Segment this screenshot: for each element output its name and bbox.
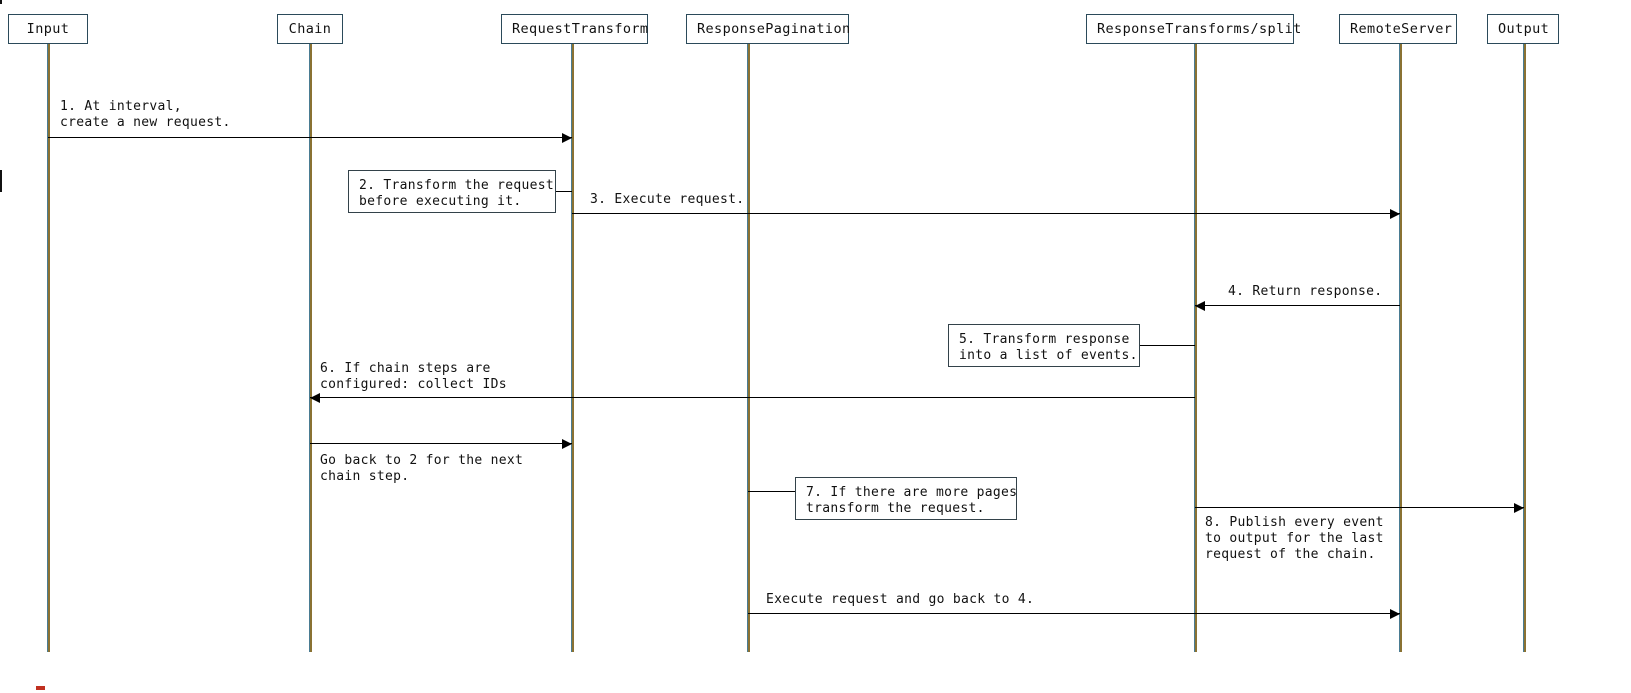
arrowhead-right-m1	[562, 133, 572, 143]
message-line-m3	[572, 213, 1400, 214]
message-line-m-execute-again	[748, 613, 1400, 614]
message-label-m-goback: Go back to 2 for the next chain step.	[320, 453, 524, 484]
message-line-m6	[310, 397, 1195, 398]
lifeline-output	[1524, 44, 1526, 652]
participant-box-responsetransforms[interactable]: ResponseTransforms/split	[1086, 14, 1301, 44]
lifeline-input	[48, 44, 50, 652]
message-label-m8: 8. Publish every event to output for the…	[1205, 515, 1384, 562]
bottom-left-red-tick	[36, 686, 45, 690]
message-label-m-execute-again: Execute request and go back to 4.	[766, 592, 1035, 607]
note-connector-n2	[556, 191, 572, 192]
note-box-n2[interactable]: 2. Transform the request before executin…	[348, 170, 556, 213]
arrowhead-right-m-goback	[562, 439, 572, 449]
participant-box-output[interactable]: Output	[1487, 14, 1559, 44]
message-line-m4	[1195, 305, 1400, 306]
participant-box-responsepagination[interactable]: ResponsePagination	[686, 14, 850, 44]
participant-box-requesttransform[interactable]: RequestTransform	[501, 14, 648, 44]
arrowhead-left-m6	[310, 393, 320, 403]
message-label-m1: 1. At interval, create a new request.	[60, 99, 231, 130]
left-edge-stub-mid	[0, 170, 2, 192]
message-label-m4: 4. Return response.	[1228, 284, 1383, 299]
note-box-n5[interactable]: 5. Transform response into a list of eve…	[948, 324, 1140, 367]
participant-box-remoteserver[interactable]: RemoteServer	[1339, 14, 1457, 44]
note-connector-n7	[748, 491, 795, 492]
arrowhead-right-m3	[1390, 209, 1400, 219]
message-label-m6: 6. If chain steps are configured: collec…	[320, 361, 507, 392]
left-edge-stub-top	[0, 0, 2, 4]
note-box-n7[interactable]: 7. If there are more pages transform the…	[795, 477, 1017, 520]
lifeline-requesttransform	[572, 44, 574, 652]
lifeline-chain	[310, 44, 312, 652]
participant-box-input[interactable]: Input	[8, 14, 88, 44]
arrowhead-left-m4	[1195, 301, 1205, 311]
arrowhead-right-m8	[1514, 503, 1524, 513]
lifeline-remoteserver	[1400, 44, 1402, 652]
message-line-m-goback	[310, 443, 572, 444]
message-line-m1	[48, 137, 572, 138]
lifeline-responsetransforms	[1195, 44, 1197, 652]
participant-box-chain[interactable]: Chain	[277, 14, 343, 44]
note-connector-n5	[1140, 345, 1195, 346]
arrowhead-right-m-execute-again	[1390, 609, 1400, 619]
lifeline-responsepagination	[748, 44, 750, 652]
message-line-m8	[1195, 507, 1524, 508]
message-label-m3: 3. Execute request.	[590, 192, 745, 207]
